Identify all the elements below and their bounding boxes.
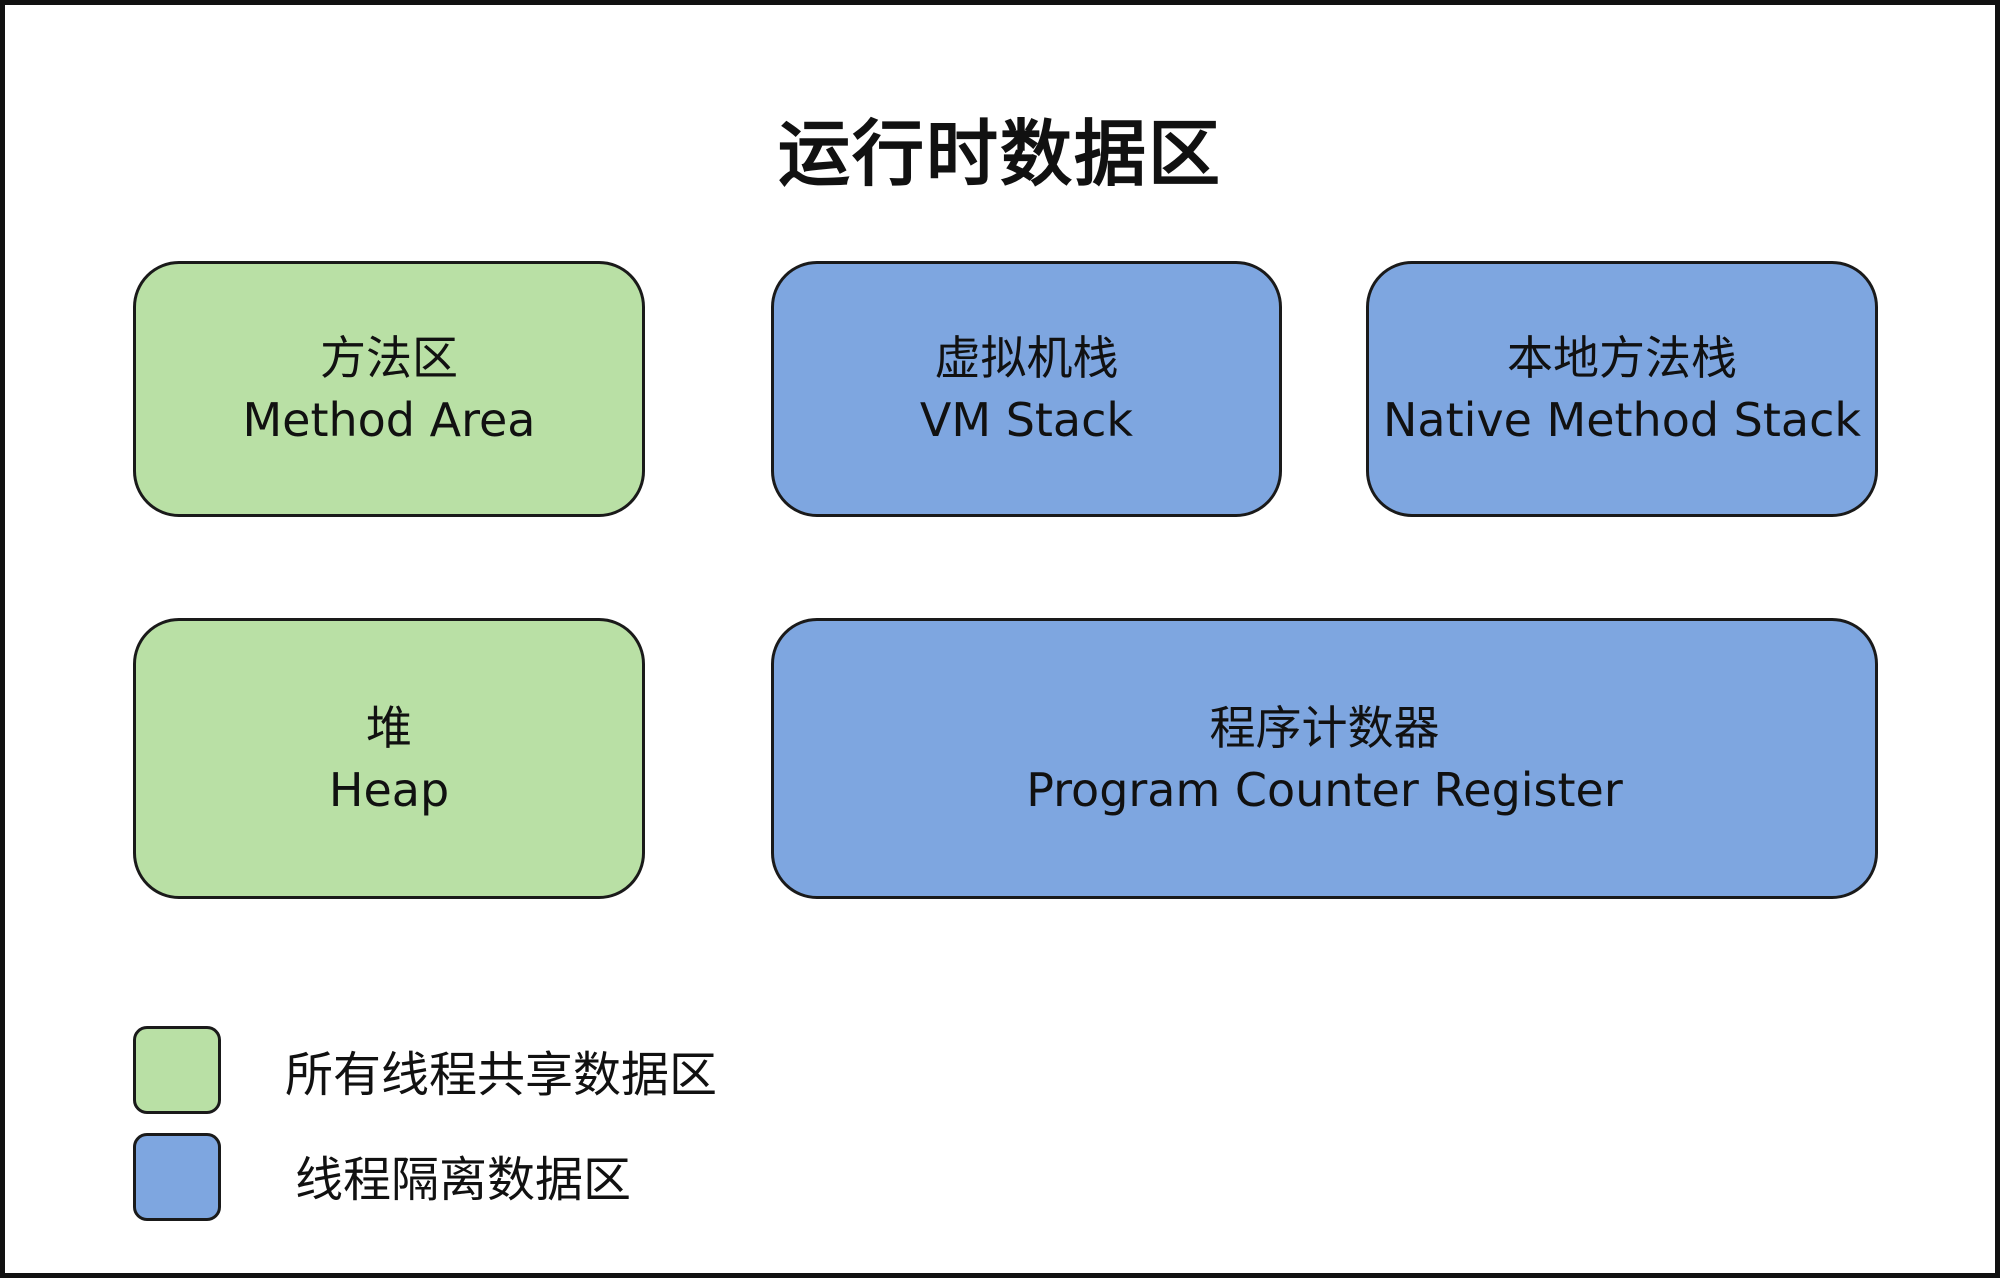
native-method-stack-label-zh: 本地方法栈 [1507,331,1737,385]
legend-isolated-label: 线程隔离数据区 [295,1152,632,1208]
method-area-label-en: Method Area [242,393,536,447]
method-area-box: 方法区 Method Area [133,261,645,517]
heap-box: 堆 Heap [133,618,645,899]
native-method-stack-label-en: Native Method Stack [1382,393,1862,447]
vm-stack-label-en: VM Stack [919,393,1134,447]
pc-register-label-en: Program Counter Register [1026,762,1623,817]
diagram-title: 运行时数据区 [777,112,1222,196]
vm-stack-box: 虚拟机栈 VM Stack [771,261,1282,517]
legend-shared-swatch [133,1026,221,1114]
heap-label-en: Heap [328,762,450,817]
legend-isolated-swatch [133,1133,221,1221]
heap-label-zh: 堆 [366,700,412,755]
native-method-stack-box: 本地方法栈 Native Method Stack [1366,261,1878,517]
method-area-label-zh: 方法区 [320,331,458,385]
pc-register-box: 程序计数器 Program Counter Register [771,618,1878,899]
pc-register-label-zh: 程序计数器 [1209,700,1440,755]
legend-shared-label: 所有线程共享数据区 [285,1047,718,1103]
vm-stack-label-zh: 虚拟机栈 [934,331,1119,385]
